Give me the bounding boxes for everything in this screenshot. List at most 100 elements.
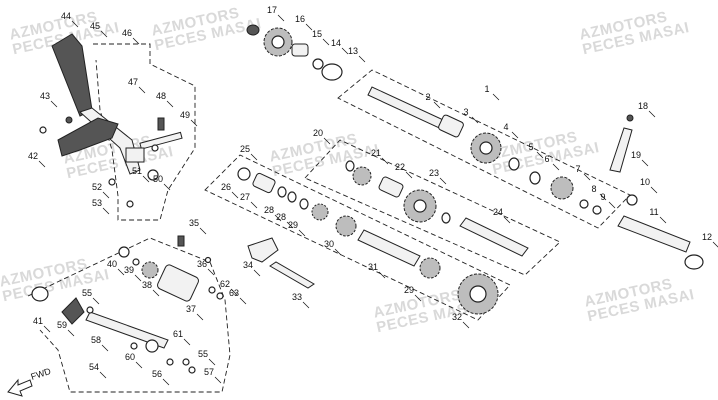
callout-8: 8 — [591, 184, 596, 194]
shift-fork-34 — [247, 237, 279, 263]
callout-leader — [196, 313, 204, 321]
callout-leader — [99, 371, 107, 379]
oring-40 — [118, 246, 130, 258]
dog-clutch-30 — [335, 215, 357, 237]
callout-leader — [503, 216, 511, 224]
callout-24: 24 — [493, 207, 503, 217]
callout-leader — [135, 361, 143, 369]
callout-19: 19 — [631, 150, 641, 160]
callout-33: 33 — [292, 292, 302, 302]
callout-leader — [134, 274, 142, 282]
group-outline-46 — [93, 43, 196, 221]
callout-leader — [323, 137, 331, 145]
shift-rod-33 — [269, 261, 315, 289]
callout-leader — [208, 358, 216, 366]
washer — [151, 144, 159, 152]
callout-leader — [552, 163, 560, 171]
callout-leader — [433, 101, 441, 109]
gear-4-hub — [479, 141, 493, 155]
callout-48: 48 — [156, 91, 166, 101]
callout-1: 1 — [484, 84, 489, 94]
callout-leader — [462, 321, 470, 329]
washer-8 — [579, 199, 589, 209]
callout-22: 22 — [395, 162, 405, 172]
pin-18 — [626, 114, 634, 122]
callout-leader — [492, 93, 500, 101]
shift-fork-assembly — [177, 235, 315, 300]
seal-13 — [321, 63, 343, 81]
bushing-27 — [252, 172, 276, 194]
callout-leader — [250, 201, 258, 209]
callout-leader — [305, 23, 313, 31]
callout-leader — [239, 297, 247, 305]
bolt — [126, 200, 134, 208]
washer-39 — [132, 258, 140, 266]
oring-14 — [312, 58, 324, 70]
washer-8b — [441, 212, 451, 224]
callout-55: 55 — [198, 349, 208, 359]
foot-plate — [57, 117, 119, 157]
callout-35: 35 — [189, 218, 199, 228]
bolt — [39, 126, 47, 134]
callout-6: 6 — [544, 154, 549, 164]
callout-numbers: 1234567891011121314151617181920212223242… — [28, 5, 718, 386]
callout-leader — [142, 175, 150, 183]
callout-leader — [334, 248, 342, 256]
washer-55b — [182, 358, 190, 366]
callout-leader — [230, 288, 238, 296]
seal-12 — [684, 254, 704, 270]
gear-38 — [141, 261, 159, 279]
spring — [147, 169, 159, 181]
callout-leader — [71, 20, 79, 28]
callout-leader — [132, 37, 140, 45]
gear-21 — [352, 166, 372, 186]
shaft-31 — [357, 229, 421, 267]
washer-63 — [216, 292, 224, 300]
bolt — [108, 178, 116, 186]
shift-drum-19 — [609, 127, 633, 173]
callout-leader — [302, 301, 310, 309]
callout-34: 34 — [243, 260, 253, 270]
clip — [157, 117, 165, 131]
callout-58: 58 — [91, 335, 101, 345]
callout-9: 9 — [600, 192, 605, 202]
callout-23: 23 — [429, 168, 439, 178]
shift-pedal-rubber — [51, 33, 93, 117]
output-shaft-11 — [617, 215, 691, 253]
callout-leader — [38, 160, 46, 168]
callout-25: 25 — [240, 144, 250, 154]
callout-leader — [286, 221, 294, 229]
callout-leader — [378, 271, 386, 279]
washer-28b — [287, 191, 297, 203]
bearing-9 — [592, 205, 602, 215]
callout-21: 21 — [371, 148, 381, 158]
callout-leader — [641, 159, 649, 167]
callout-31: 31 — [368, 262, 378, 272]
shift-lever-assembly — [39, 33, 183, 208]
callout-54: 54 — [89, 362, 99, 372]
washer-28 — [277, 186, 287, 198]
pin-35 — [177, 235, 185, 247]
callout-61: 61 — [173, 329, 183, 339]
circlip-56 — [166, 358, 174, 366]
callout-59: 59 — [57, 320, 67, 330]
washer-5 — [508, 157, 520, 171]
callout-43: 43 — [40, 91, 50, 101]
callout-40: 40 — [107, 259, 117, 269]
callout-leader — [439, 177, 447, 185]
drum-37 — [157, 264, 199, 302]
callout-47: 47 — [128, 77, 138, 87]
kick-starter-assembly — [61, 297, 196, 374]
drive-gear-assembly — [237, 167, 499, 315]
callout-leader — [162, 378, 170, 386]
gear-7 — [550, 176, 574, 200]
washer-60 — [130, 342, 138, 350]
gear-23-hub — [413, 199, 427, 213]
callout-leader — [358, 55, 366, 63]
callout-55: 55 — [82, 288, 92, 298]
forward-direction-indicator: FWD — [7, 366, 53, 397]
segment-59 — [61, 297, 85, 325]
callout-leader — [199, 227, 207, 235]
callout-11: 11 — [649, 207, 658, 217]
